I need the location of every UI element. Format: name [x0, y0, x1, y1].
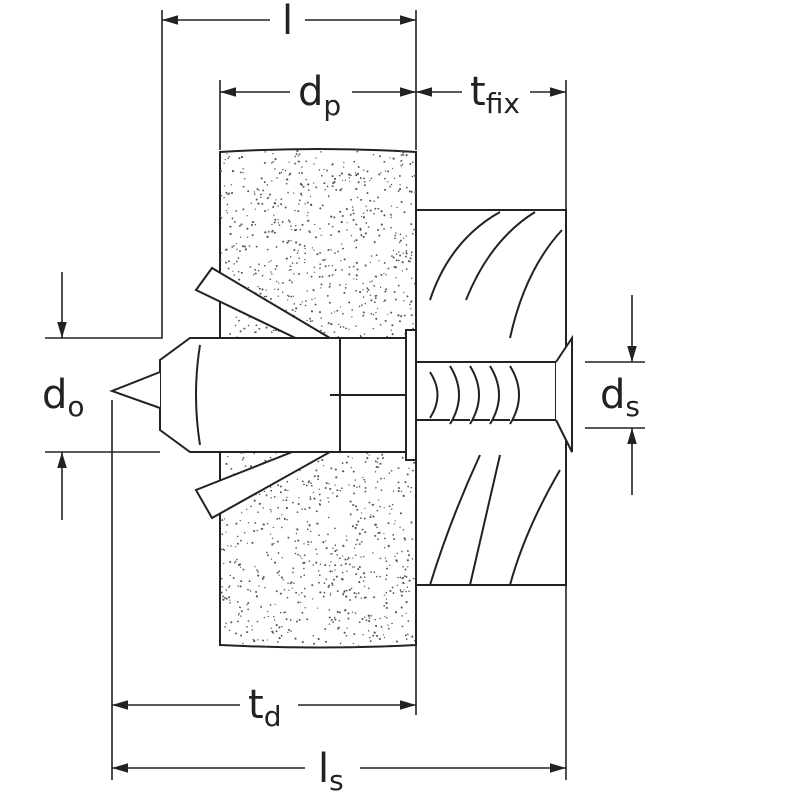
screw [415, 334, 573, 453]
label-ls: ls [318, 746, 344, 797]
label-ds: ds [600, 372, 640, 423]
label-dp: dp [298, 69, 341, 122]
label-do: do [42, 372, 85, 423]
label-l: l [282, 0, 293, 44]
label-tfix: tfix [470, 69, 520, 120]
cavity-anchor [109, 266, 417, 520]
dimension-lines [45, 10, 645, 780]
label-td: td [248, 682, 281, 733]
